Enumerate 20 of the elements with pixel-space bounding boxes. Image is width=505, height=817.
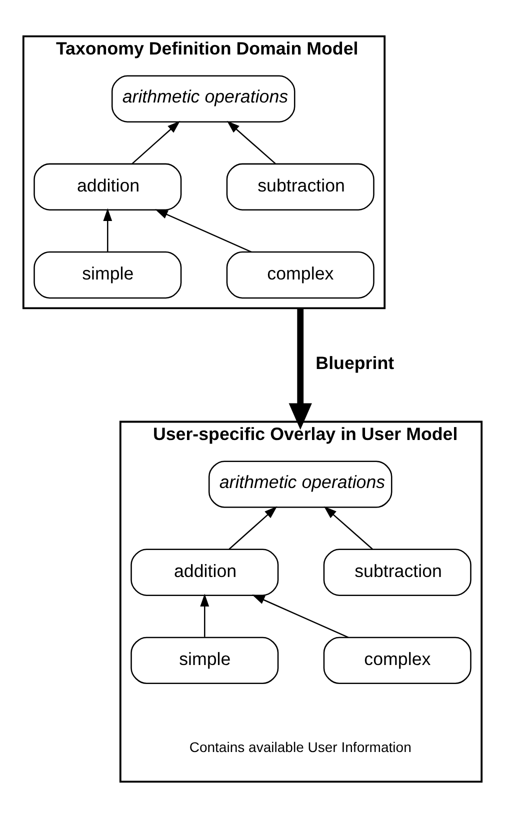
node-box: simple — [34, 250, 182, 298]
arrow — [200, 593, 210, 636]
node-box: addition — [34, 162, 182, 210]
arrow — [288, 308, 312, 430]
node-box: addition — [130, 548, 279, 596]
node-box: complex — [323, 636, 472, 684]
node-box: subtraction — [226, 162, 374, 210]
arrow — [226, 120, 276, 164]
node-box: complex — [226, 250, 374, 298]
arrow — [324, 506, 373, 550]
edge-label: Blueprint — [316, 352, 394, 373]
arrow — [103, 208, 112, 251]
arrow — [228, 506, 278, 550]
node-box: subtraction — [323, 548, 472, 596]
arrow — [132, 120, 180, 164]
node-box: arithmetic operations — [208, 460, 392, 508]
node-box: arithmetic operations — [111, 74, 296, 122]
arrow — [155, 208, 252, 252]
node-box: simple — [130, 636, 279, 684]
arrow — [252, 594, 349, 638]
